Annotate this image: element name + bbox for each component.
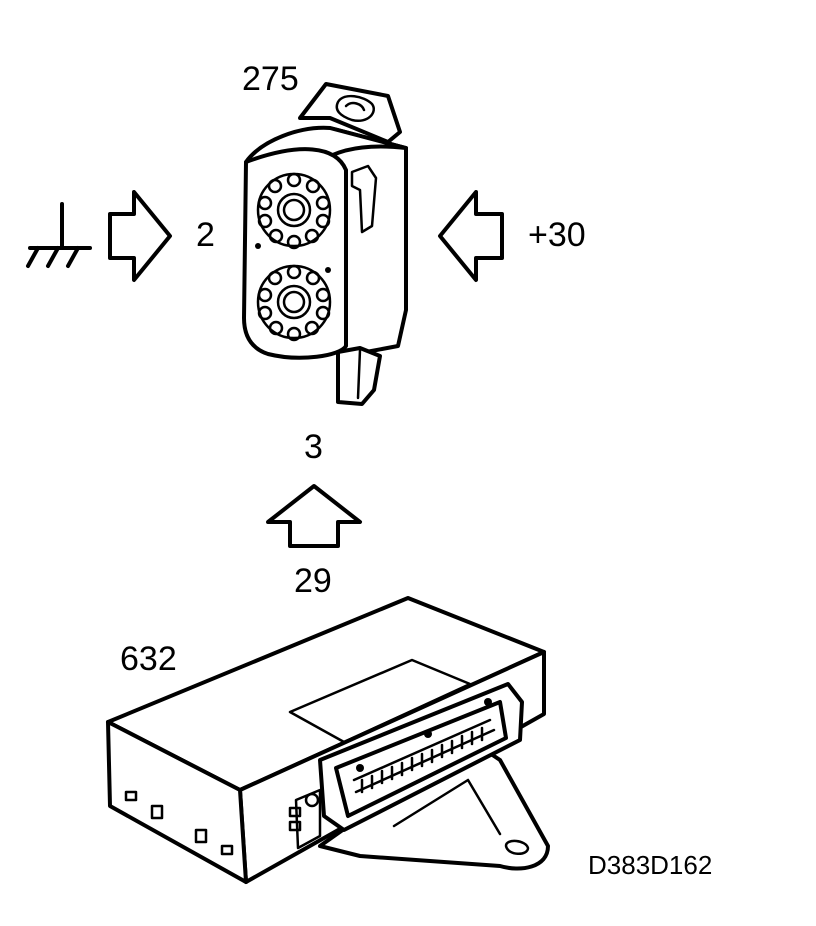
- ground-symbol-icon: [26, 202, 92, 268]
- module-label: 632: [120, 640, 177, 678]
- module-pin-label: 29: [294, 562, 332, 600]
- hollow-arrow-up-icon: [266, 484, 362, 548]
- ground-pin-label: 2: [196, 216, 215, 254]
- siren-unit-275: [242, 82, 408, 406]
- hollow-arrow-right-icon: [108, 190, 172, 282]
- siren-label: 275: [242, 60, 299, 98]
- signal-pin-label: 3: [304, 428, 323, 466]
- hollow-arrow-left-icon: [438, 190, 504, 282]
- power-pin-label: +30: [528, 216, 586, 254]
- figure-code: D383D162: [588, 850, 712, 880]
- control-module-632: [106, 596, 550, 884]
